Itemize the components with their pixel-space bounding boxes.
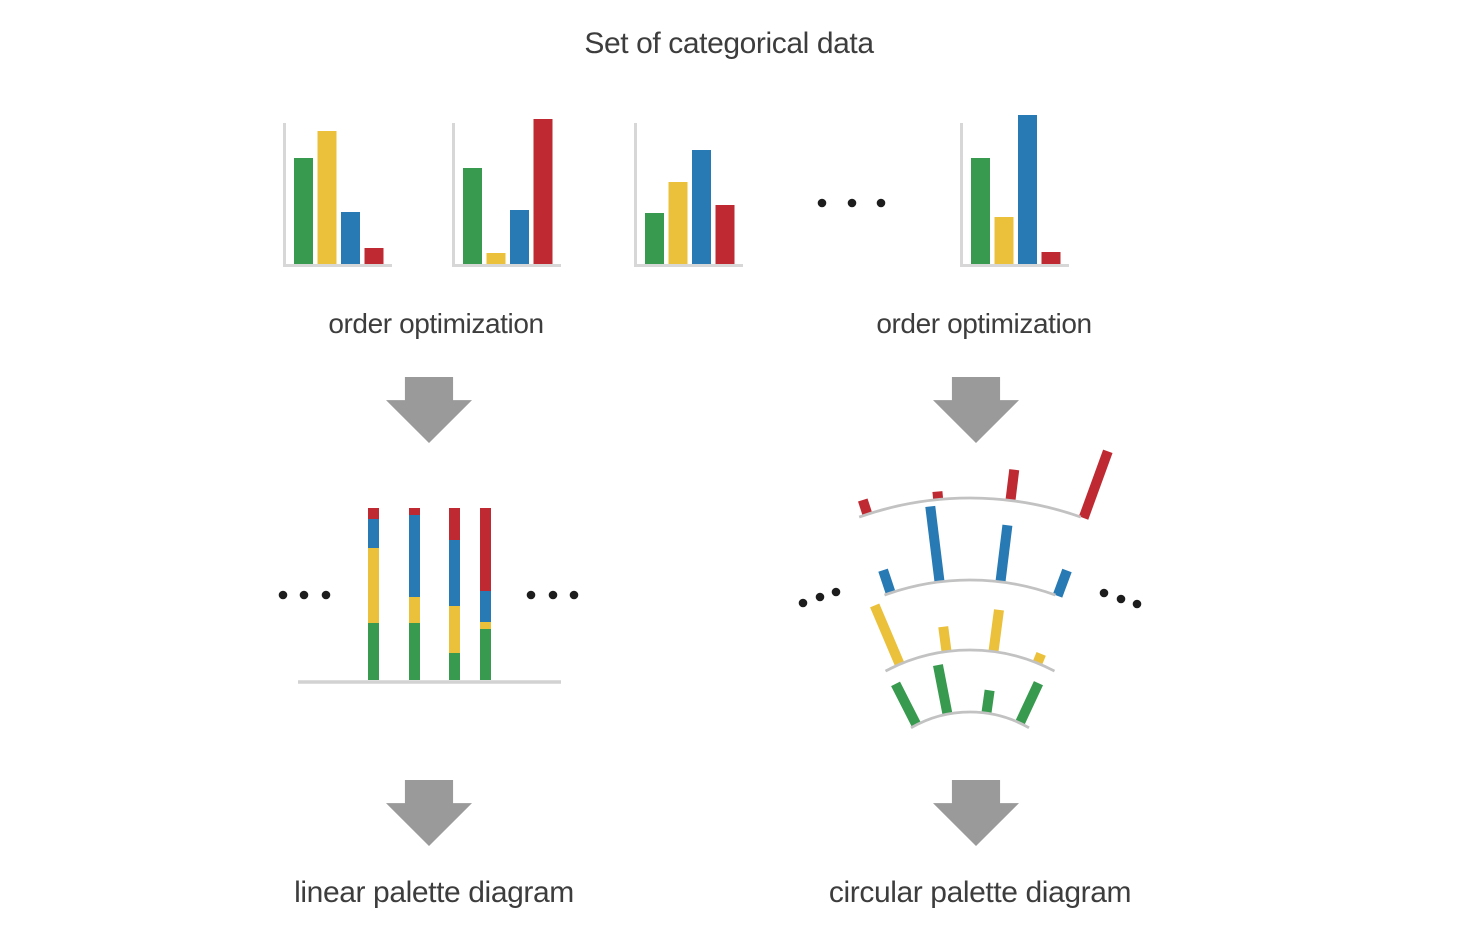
ellipsis-dots-circular-right: [1099, 588, 1142, 609]
segment-red: [480, 508, 491, 591]
ring-arc: [884, 648, 1056, 673]
segment-blue: [368, 519, 379, 548]
segment-blue: [449, 540, 460, 606]
linear-palette-diagram: [278, 508, 579, 684]
segment-red: [409, 508, 420, 515]
bar-blue: [692, 150, 711, 264]
mini-bar-chart-2: [452, 119, 561, 267]
palette-ring-red: [858, 449, 1113, 520]
ring-arc: [884, 578, 1056, 597]
radial-bar-yellow: [938, 626, 952, 653]
ellipsis-dots-charts: [817, 198, 886, 208]
radial-bar-red: [932, 491, 944, 501]
mini-bar-chart-4: [960, 115, 1069, 267]
bar-red: [533, 119, 553, 264]
radial-bar-green: [981, 689, 995, 714]
segment-green: [368, 623, 379, 680]
ellipsis-dots-linear-left: [278, 590, 331, 600]
radial-bar-red: [1005, 469, 1020, 502]
segment-blue: [409, 515, 420, 597]
palette-ring-yellow: [870, 603, 1056, 673]
bar-yellow: [317, 131, 337, 264]
radial-bar-blue: [878, 568, 896, 595]
ellipsis-dots-circular-left: [798, 587, 841, 608]
radial-bar-yellow: [988, 609, 1004, 653]
segment-red: [449, 508, 460, 540]
radial-bar-blue: [1052, 568, 1072, 598]
stacked-bar-2: [409, 508, 420, 680]
mini-bar-chart-1: [283, 123, 392, 267]
segment-blue: [480, 591, 491, 622]
segment-yellow: [480, 622, 491, 629]
radial-bar-blue: [995, 524, 1013, 583]
bar-blue: [510, 210, 529, 264]
radial-bar-green: [933, 664, 953, 716]
stacked-bar-4: [480, 508, 491, 680]
bar-yellow: [994, 217, 1014, 264]
mini-bar-chart-3: [634, 123, 743, 267]
stacked-bar-1: [368, 508, 379, 680]
bar-blue: [341, 212, 360, 264]
radial-bar-green: [891, 681, 921, 728]
radial-bar-red: [1078, 449, 1113, 520]
segment-green: [449, 653, 460, 680]
ellipsis-dots-linear-right: [526, 590, 579, 600]
bar-green: [645, 213, 664, 264]
bar-yellow: [486, 253, 506, 264]
bar-blue: [1018, 115, 1037, 264]
segment-red: [368, 508, 379, 519]
linear-palette-diagram-label: linear palette diagram: [294, 876, 574, 909]
bar-yellow: [668, 182, 688, 264]
order-optimization-label-left: order optimization: [328, 308, 544, 339]
ring-arc: [910, 710, 1030, 730]
bar-green: [294, 158, 313, 264]
radial-bar-green: [1015, 681, 1043, 726]
radial-bar-red: [858, 498, 873, 516]
page-title: Set of categorical data: [584, 27, 874, 60]
circular-palette-diagram-label: circular palette diagram: [828, 876, 1132, 909]
radial-bar-yellow: [870, 603, 905, 667]
segment-yellow: [409, 597, 420, 623]
bar-red: [364, 248, 384, 264]
bar-red: [715, 205, 735, 264]
stacked-bar-3: [449, 508, 460, 680]
circular-palette-diagram: [798, 449, 1142, 730]
segment-yellow: [368, 548, 379, 623]
bar-green: [971, 158, 990, 264]
segment-yellow: [449, 606, 460, 653]
palette-ring-blue: [878, 505, 1072, 598]
segment-green: [409, 623, 420, 680]
order-optimization-label-right: order optimization: [876, 308, 1092, 339]
bar-red: [1041, 252, 1061, 264]
radial-bar-blue: [925, 505, 945, 583]
segment-green: [480, 629, 491, 680]
ring-arc: [858, 496, 1082, 519]
bar-green: [463, 168, 482, 264]
palette-ring-green: [891, 664, 1043, 730]
